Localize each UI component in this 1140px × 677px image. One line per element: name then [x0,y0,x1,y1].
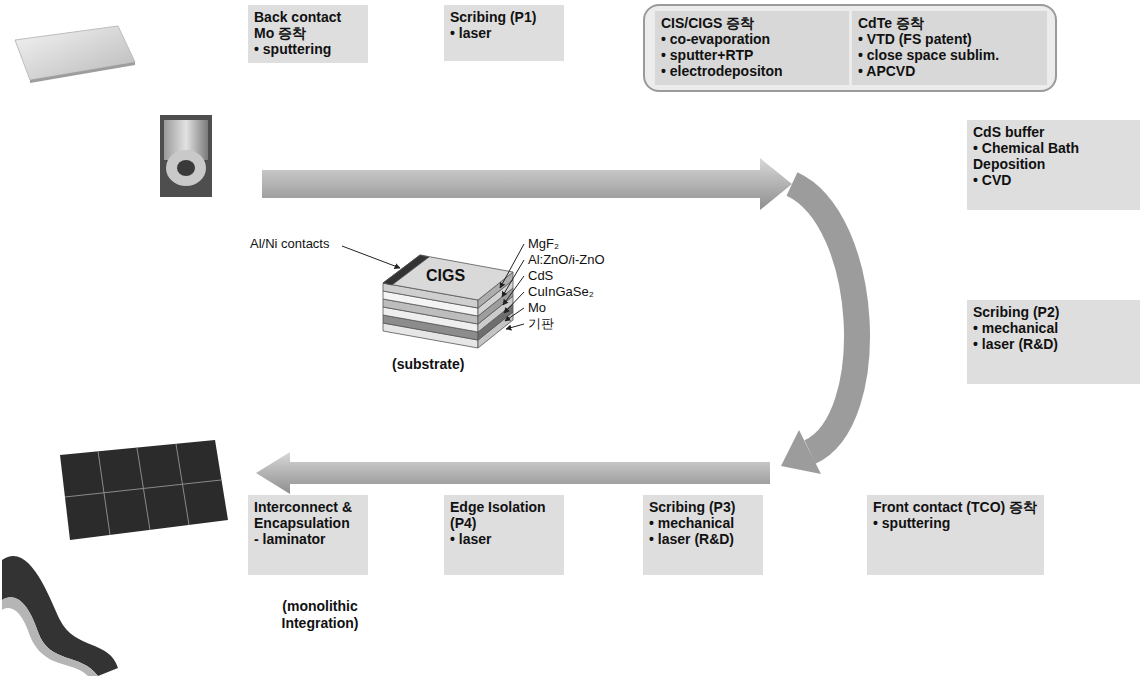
flexible-panel-edge [2,597,98,676]
method-item: • close space sublim. [858,47,1041,63]
metal-sheet-edge [30,62,135,83]
method-item: • sputter+RTP [661,47,843,63]
flow-arrow-curve [792,184,857,452]
process-box: Edge Isolation (P4)• laser [444,495,564,575]
process-box: Scribing (P1)• laser [444,5,564,61]
part-label: CIGS [426,266,465,285]
method-item: • sputtering [873,515,1038,531]
step-title: Scribing (P1) [450,9,558,25]
step-title: Scribing (P2) [973,304,1136,320]
method-item: • laser (R&D) [973,336,1136,352]
method-item: • sputtering [254,41,362,57]
process-box: Scribing (P3)• mechanical• laser (R&D) [643,495,763,575]
method-item: • mechanical [649,515,757,531]
method-item: • mechanical [973,320,1136,336]
process-box: Front contact (TCO) 증착• sputtering [867,495,1044,575]
step-title: CdS buffer [973,124,1136,140]
method-item: • laser [450,25,558,41]
method-item: • laser [450,531,558,547]
panel-grid [65,444,221,535]
part-label: Al/Ni contacts [250,236,329,252]
flexible-panel [2,556,118,676]
step-title: Back contact Mo 증착 [254,9,362,41]
layer-label: 기판 [528,316,554,332]
process-box: Back contact Mo 증착• sputtering [248,5,368,63]
process-box: Scribing (P2)• mechanical• laser (R&D) [967,300,1140,384]
step-title: Interconnect & Encapsulation [254,499,362,531]
rigid-panel [60,440,228,540]
layer-stack [383,255,513,348]
stack-top [383,255,513,300]
layer-label: CdS [528,268,553,284]
step-title: Scribing (P3) [649,499,757,515]
caption-note: (monolithic Integration) [245,598,395,632]
layer-label: MgF₂ [528,236,559,252]
flow-arrow [262,158,792,210]
step-title: Edge Isolation (P4) [450,499,558,531]
method-item: • laser (R&D) [649,531,757,547]
leader-line [505,308,524,321]
metal-sheet [15,26,135,80]
leader-lines [342,244,524,329]
method-item: • Chemical Bath Deposition [973,140,1136,172]
process-box: CdS buffer• Chemical Bath Deposition• CV… [967,120,1140,210]
layer-label: Mo [528,300,546,316]
process-box: CIS/CIGS 증착• co-evaporation• sputter+RTP… [655,11,849,85]
layer-label: Al:ZnO/i-ZnO [528,252,605,268]
roll-core [177,160,195,176]
method-item: • CVD [973,172,1136,188]
method-item: • VTD (FS patent) [858,31,1041,47]
roll-photo [160,115,212,197]
leader-line [506,324,524,329]
flow-arrow-head [781,430,821,474]
method-item: • APCVD [858,63,1041,79]
step-title: CIS/CIGS 증착 [661,15,843,31]
caption-note: (substrate) [392,356,464,373]
method-item: - laminator [254,531,362,547]
leader-line [503,276,524,305]
panel-grid-line [65,480,221,497]
flow-arrow [256,452,770,494]
step-title: CdTe 증착 [858,15,1041,31]
process-box: CdTe 증착• VTD (FS patent)• close space su… [852,11,1047,85]
method-item: • electrodepositon [661,63,843,79]
contact-bar [383,255,429,285]
process-box: Interconnect & Encapsulation- laminator [248,495,368,575]
method-item: • co-evaporation [661,31,843,47]
leader-line [342,246,400,268]
step-title: Front contact (TCO) 증착 [873,499,1038,515]
process-group: CIS/CIGS 증착• co-evaporation• sputter+RTP… [643,4,1057,92]
layer-label: CuInGaSe₂ [528,284,594,300]
roll-end [166,150,206,186]
